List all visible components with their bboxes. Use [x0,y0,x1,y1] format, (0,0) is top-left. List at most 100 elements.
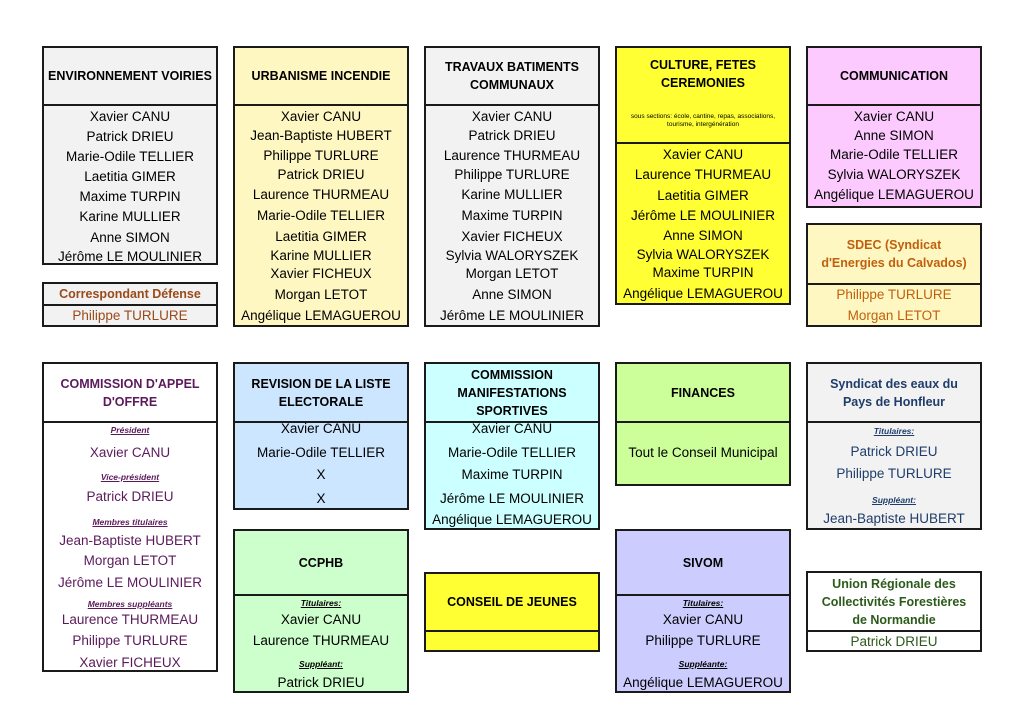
member: Xavier FICHEUX [461,229,563,244]
sivom-box: SIVOM Titulaires: Xavier CANU Philippe T… [615,529,791,693]
conseil-jeunes-box: CONSEIL DE JEUNES [424,572,600,652]
member: Jérôme LE MOULINIER [439,308,585,323]
union-title: Union Régionale des Collectivités Forest… [808,573,980,632]
member: Laurence THURMEAU [634,167,772,182]
member: Patrick DRIEU [850,634,938,649]
member: Jean-Baptiste HUBERT [59,533,201,548]
member: Angélique LEMAGUEROU [814,187,974,202]
member: Anne SIMON [663,228,743,243]
vice-label: Vice-président [100,472,160,482]
member: Morgan LETOT [83,553,177,568]
member: Jérôme LE MOULINIER [630,208,776,223]
member: Maxime TURPIN [461,208,563,223]
titulaires-label: Titulaires: [682,598,724,608]
member: Laetitia GIMER [275,229,367,244]
eaux-title: Syndicat des eaux du Pays de Honfleur [808,364,980,423]
urbanisme-title: URBANISME INCENDIE [235,48,407,106]
member: Laurence THURMEAU [443,148,581,163]
suppleants-label: Membres suppléants [87,599,173,609]
member: Philippe TURLURE [836,466,952,481]
manifestations-sportives-box: COMMISSION MANIFESTATIONS SPORTIVES Xavi… [424,362,600,530]
member: Patrick DRIEU [86,489,174,504]
sivom-title: SIVOM [617,531,789,596]
member: Angélique LEMAGUEROU [623,286,783,301]
member: Xavier CANU [89,445,171,460]
member: Xavier CANU [471,109,553,124]
member: Philippe TURLURE [72,633,188,648]
member: Anne SIMON [854,128,934,143]
culture-header: CULTURE, FETES CEREMONIES [617,48,789,144]
finances-box: FINANCES Tout le Conseil Municipal [615,362,791,486]
member: Jean-Baptiste HUBERT [823,511,965,526]
member: Karine MULLIER [270,248,372,263]
member: Morgan LETOT [274,287,368,302]
member: Xavier CANU [280,612,362,627]
member: Sylvia WALORYSZEK [445,248,579,263]
titulaires-label: Membres titulaires [92,517,168,527]
member: Maxime TURPIN [461,467,563,482]
sdec-title: SDEC (Syndicat d'Energies du Calvados) [808,225,980,285]
member: Patrick DRIEU [277,167,365,182]
member: Xavier CANU [471,421,553,436]
communication-title: COMMUNICATION [808,48,980,106]
member: Philippe TURLURE [263,148,379,163]
ccphb-title: CCPHB [235,531,407,596]
member: Philippe TURLURE [645,633,761,648]
member: Laurence THURMEAU [252,633,390,648]
member: Xavier CANU [89,109,171,124]
member: Marie-Odile TELLIER [447,445,577,460]
member: Angélique LEMAGUEROU [241,308,401,323]
member: Laetitia GIMER [84,169,176,184]
member: Jérôme LE MOULINIER [439,491,585,506]
sdec-box: SDEC (Syndicat d'Energies du Calvados) P… [806,223,982,327]
member: Philippe TURLURE [454,167,570,182]
member: Angélique LEMAGUEROU [623,675,783,690]
correspondant-defense-box: Correspondant Défense Philippe TURLURE [42,282,218,327]
member: Jérôme LE MOULINIER [57,249,203,264]
member: X [316,467,326,482]
union-regionale-box: Union Régionale des Collectivités Forest… [806,571,982,652]
member: Patrick DRIEU [468,128,556,143]
member: Karine MULLIER [461,187,563,202]
environnement-title: ENVIRONNEMENT VOIRIES [44,48,216,106]
member: Jean-Baptiste HUBERT [250,128,392,143]
communication-box: COMMUNICATION Xavier CANU Anne SIMON Mar… [806,46,982,208]
culture-note: sous sections: école, cantine, repas, as… [630,113,776,128]
suppleant-label: Suppléante: [678,659,728,669]
travaux-title: TRAVAUX BATIMENTS COMMUNAUX [426,48,598,106]
member: X [316,491,326,506]
member: Patrick DRIEU [850,444,938,459]
member: Tout le Conseil Municipal [628,445,778,460]
member: Xavier CANU [662,147,744,162]
member: Patrick DRIEU [277,675,365,690]
member: Philippe TURLURE [72,308,188,323]
appel-offre-box: COMMISSION D'APPEL D'OFFRE Président Xav… [42,362,218,672]
defense-title: Correspondant Défense [44,284,216,306]
member: Angélique LEMAGUEROU [432,512,592,527]
member: Laurence THURMEAU [61,612,199,627]
member: Morgan LETOT [847,308,941,323]
urbanisme-incendie-box: URBANISME INCENDIE Xavier CANU Jean-Bapt… [233,46,409,327]
member: Xavier CANU [662,612,744,627]
member: Xavier FICHEUX [79,655,181,670]
member: Marie-Odile TELLIER [65,149,195,164]
member: Anne SIMON [472,287,552,302]
member: Morgan LETOT [465,266,559,281]
member: Xavier CANU [853,109,935,124]
finances-title: FINANCES [617,364,789,423]
member: Anne SIMON [90,230,170,245]
president-label: Président [110,425,150,435]
appel-title: COMMISSION D'APPEL D'OFFRE [44,364,216,423]
member: Laetitia GIMER [657,188,749,203]
member: Xavier CANU [280,109,362,124]
member: Xavier CANU [280,421,362,436]
travaux-batiments-box: TRAVAUX BATIMENTS COMMUNAUX Xavier CANU … [424,46,600,327]
member: Patrick DRIEU [86,129,174,144]
revision-liste-box: REVISION DE LA LISTE ELECTORALE Xavier C… [233,362,409,510]
member: Marie-Odile TELLIER [256,208,386,223]
member: Xavier FICHEUX [270,266,372,281]
titulaires-label: Titulaires: [300,598,342,608]
member: Jérôme LE MOULINIER [57,575,203,590]
member: Karine MULLIER [79,209,181,224]
ccphb-box: CCPHB Titulaires: Xavier CANU Laurence T… [233,529,409,693]
